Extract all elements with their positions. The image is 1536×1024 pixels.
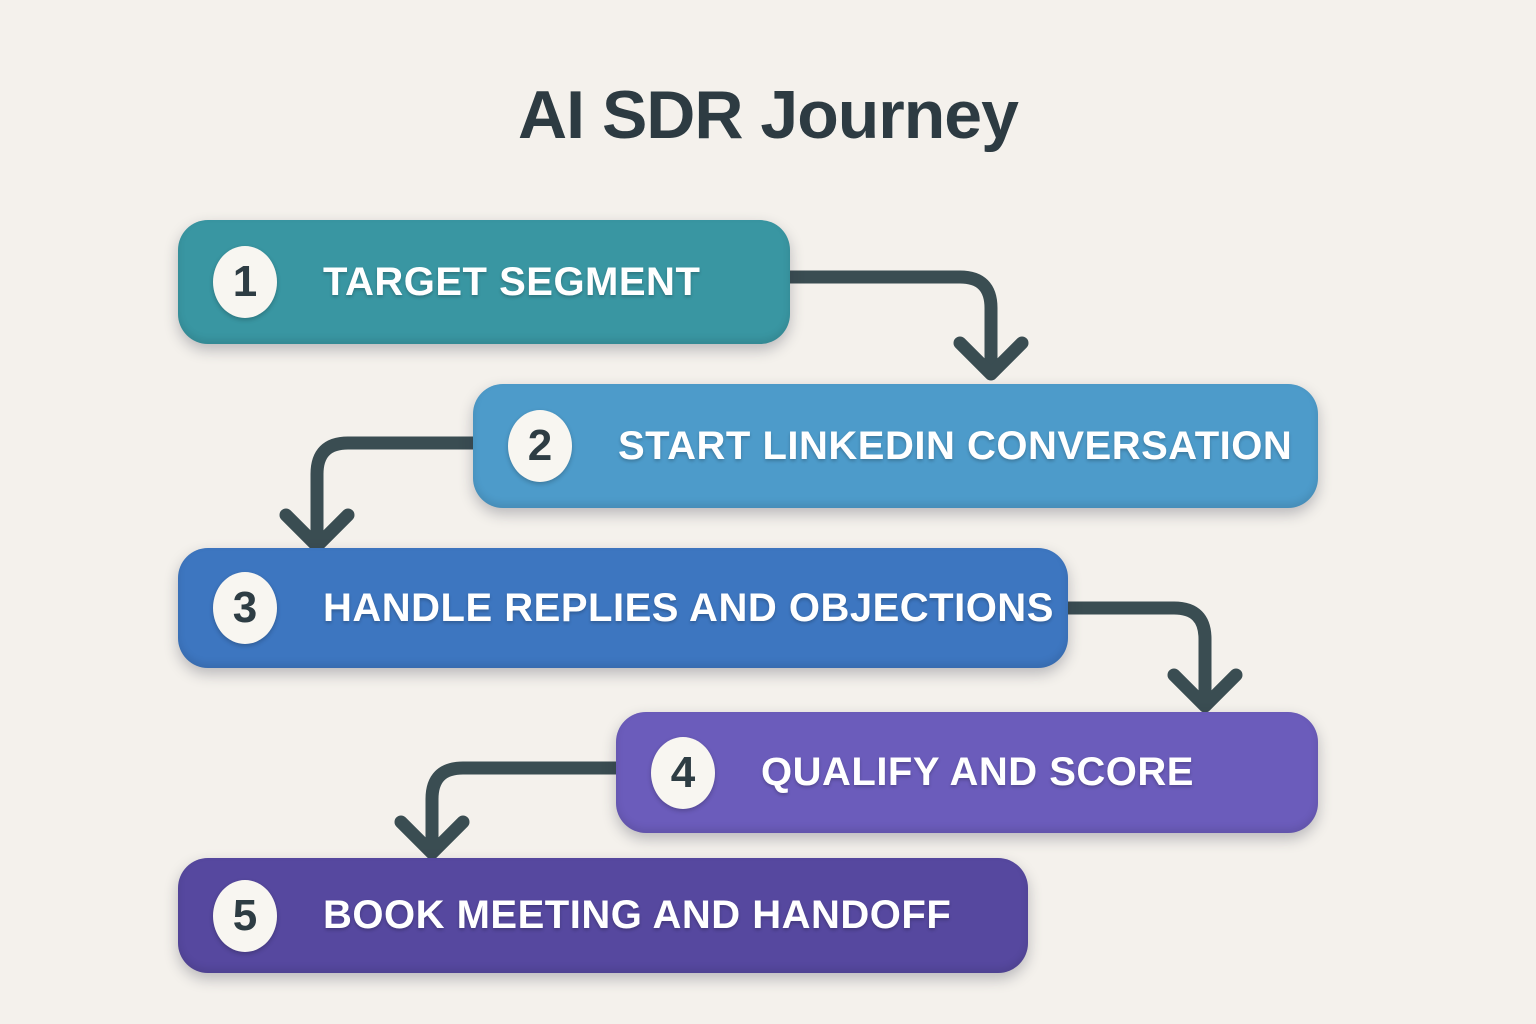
arrow-down-icon — [953, 336, 1029, 381]
step-box-start-linkedin-conversation: 2 START LINKEDIN CONVERSATION — [473, 384, 1318, 508]
arrow-down-icon — [279, 508, 355, 553]
page-title: AI SDR Journey — [518, 77, 1019, 153]
step-number-badge: 5 — [213, 879, 277, 952]
step-label: QUALIFY AND SCORE — [761, 750, 1194, 794]
step-number-badge: 4 — [651, 736, 715, 809]
arrow-down-icon — [1167, 668, 1243, 713]
connector-line — [773, 270, 998, 371]
step-label: TARGET SEGMENT — [323, 259, 701, 304]
connector-line — [425, 761, 633, 850]
step-box-qualify-and-score: 4 QUALIFY AND SCORE — [616, 712, 1318, 833]
step-number: 2 — [527, 421, 553, 470]
step-label: HANDLE REPLIES AND OBJECTIONS — [323, 585, 1054, 630]
step-number: 1 — [232, 257, 258, 306]
connector-line — [1051, 601, 1212, 703]
connector-arrow-3-4 — [1051, 601, 1243, 713]
step-number-badge: 2 — [508, 410, 572, 482]
step-box-handle-replies-and-objections: 3 HANDLE REPLIES AND OBJECTIONS — [178, 548, 1068, 668]
connector-line — [310, 436, 490, 543]
arrow-down-icon — [394, 815, 470, 860]
step-label: START LINKEDIN CONVERSATION — [618, 423, 1293, 468]
step-number-badge: 3 — [213, 572, 277, 644]
step-number: 3 — [232, 583, 258, 632]
step-label: BOOK MEETING AND HANDOFF — [323, 893, 952, 937]
connector-arrow-1-2 — [773, 270, 1029, 381]
connector-arrow-4-5 — [394, 761, 633, 860]
step-number-badge: 1 — [213, 246, 277, 318]
step-box-target-segment: 1 TARGET SEGMENT — [178, 220, 790, 344]
step-number: 5 — [232, 890, 258, 940]
connector-arrow-2-3 — [279, 436, 490, 553]
step-number: 4 — [670, 747, 696, 797]
step-box-book-meeting-and-handoff: 5 BOOK MEETING AND HANDOFF — [178, 858, 1028, 973]
